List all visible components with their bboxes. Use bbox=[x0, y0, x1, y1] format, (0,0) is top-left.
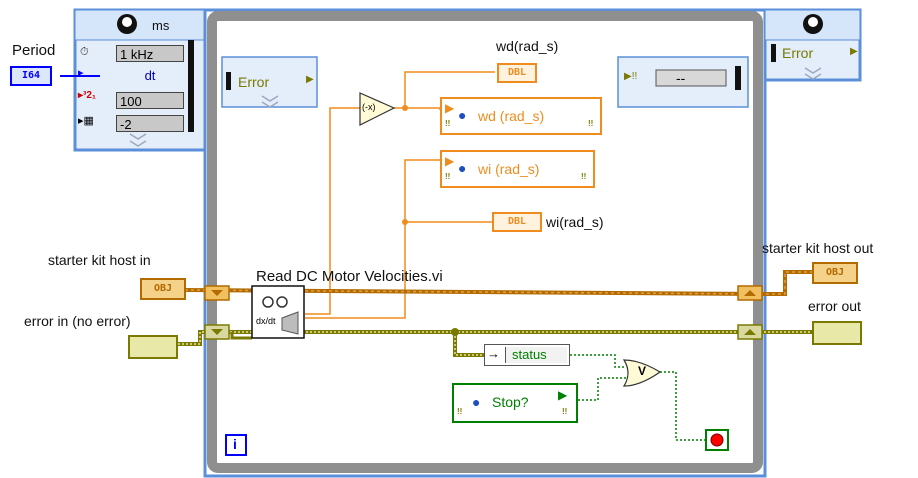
left-error-label: Error bbox=[238, 74, 270, 90]
starter-kit-host-out-label: starter kit host out bbox=[762, 240, 874, 256]
period-row: ⏱ 1 kHz bbox=[78, 44, 186, 64]
error-in-mini-icon: !! bbox=[445, 172, 451, 181]
subvi-label: Read DC Motor Velocities.vi bbox=[256, 268, 443, 285]
arrow-icon: → bbox=[487, 346, 500, 361]
boolean-wires bbox=[570, 354, 706, 441]
globe-variable-icon: ● bbox=[458, 160, 467, 176]
starter-kit-host-in-terminal[interactable]: OBJ bbox=[140, 278, 186, 300]
priority-row: ▸³2₁ 100 bbox=[78, 90, 186, 111]
wi-variable-name: wi (rad_s) bbox=[478, 161, 540, 177]
right-node-arrow-icon: ▶!! bbox=[624, 71, 638, 82]
error-out-mini-icon: !! bbox=[562, 407, 568, 416]
subvi-icon-text: dx/dt bbox=[256, 316, 276, 326]
iteration-label: i bbox=[233, 436, 237, 452]
variable-arrow-icon: ▶ bbox=[445, 101, 455, 115]
right-out-arrow-icon: ▶ bbox=[850, 46, 858, 57]
error-out-terminal[interactable] bbox=[812, 321, 862, 345]
left-node-arrow-icon: ▶ bbox=[306, 74, 314, 85]
cpu-icon: ▸▦ bbox=[78, 115, 94, 127]
timed-loop-unit: ms bbox=[152, 18, 170, 33]
starter-kit-host-in-label: starter kit host in bbox=[48, 252, 151, 268]
period-constant[interactable]: I64 bbox=[10, 66, 52, 86]
period-label: Period bbox=[12, 42, 56, 59]
right-data-node bbox=[617, 56, 749, 108]
wi-label: wi(rad_s) bbox=[546, 214, 604, 230]
input-field-processor[interactable]: -2 bbox=[116, 115, 184, 132]
error-in-label: error in (no error) bbox=[24, 313, 131, 329]
output-tunnels bbox=[737, 285, 763, 340]
wd-shared-variable[interactable]: ▶ !! ● wd (rad_s) !! bbox=[440, 97, 602, 135]
negate-function[interactable] bbox=[359, 92, 396, 126]
processor-row: ▸▦ -2 bbox=[78, 114, 186, 134]
wd-variable-name: wd (rad_s) bbox=[478, 108, 545, 124]
arrow-icon: ▸ bbox=[78, 67, 84, 79]
stop-shared-variable[interactable]: !! ● Stop? ▶ !! bbox=[452, 383, 578, 423]
wd-label: wd(rad_s) bbox=[496, 38, 559, 54]
error-out-mini-icon: !! bbox=[588, 119, 594, 128]
status-label: status bbox=[505, 347, 567, 363]
stop-terminal[interactable] bbox=[705, 429, 729, 451]
stop-variable-name: Stop? bbox=[492, 394, 529, 410]
read-dc-motor-velocities-subvi[interactable] bbox=[251, 285, 305, 339]
input-tunnels bbox=[204, 285, 230, 340]
priority-icon: ▸³2₁ bbox=[78, 90, 97, 101]
error-out-label: error out bbox=[808, 298, 861, 314]
input-field-period[interactable]: 1 kHz bbox=[116, 45, 184, 62]
globe-variable-icon: ● bbox=[458, 107, 467, 123]
clock-source-icon: ⏱ bbox=[80, 46, 89, 58]
error-out-mini-icon: !! bbox=[581, 172, 587, 181]
starter-kit-host-out-terminal[interactable]: OBJ bbox=[812, 262, 858, 284]
input-field-priority[interactable]: 100 bbox=[116, 92, 184, 109]
or-label: V bbox=[638, 364, 647, 378]
error-cluster-wire bbox=[178, 330, 812, 357]
error-in-mini-icon: !! bbox=[445, 119, 451, 128]
variable-arrow-icon: ▶ bbox=[445, 154, 455, 168]
timed-loop-output-node bbox=[763, 8, 862, 82]
dbl-wires bbox=[305, 71, 495, 319]
error-in-mini-icon: !! bbox=[457, 407, 463, 416]
negate-label: (-x) bbox=[362, 102, 376, 112]
wi-shared-variable[interactable]: ▶ !! ● wi (rad_s) !! bbox=[440, 150, 595, 188]
right-node-value: -- bbox=[676, 70, 686, 86]
unbundle-status[interactable]: → status bbox=[484, 344, 570, 366]
dt-row: ▸ dt bbox=[78, 66, 186, 86]
right-error-label: Error bbox=[782, 45, 814, 61]
wi-indicator[interactable]: DBL bbox=[492, 212, 542, 232]
or-function[interactable] bbox=[622, 359, 662, 387]
globe-variable-icon: ● bbox=[472, 394, 481, 410]
iteration-terminal-box bbox=[225, 434, 247, 456]
left-data-node bbox=[221, 56, 318, 108]
input-field-dt[interactable]: dt bbox=[144, 68, 156, 83]
error-in-terminal[interactable] bbox=[128, 335, 178, 359]
variable-arrow-icon: ▶ bbox=[558, 388, 568, 402]
wd-indicator[interactable]: DBL bbox=[497, 63, 537, 83]
